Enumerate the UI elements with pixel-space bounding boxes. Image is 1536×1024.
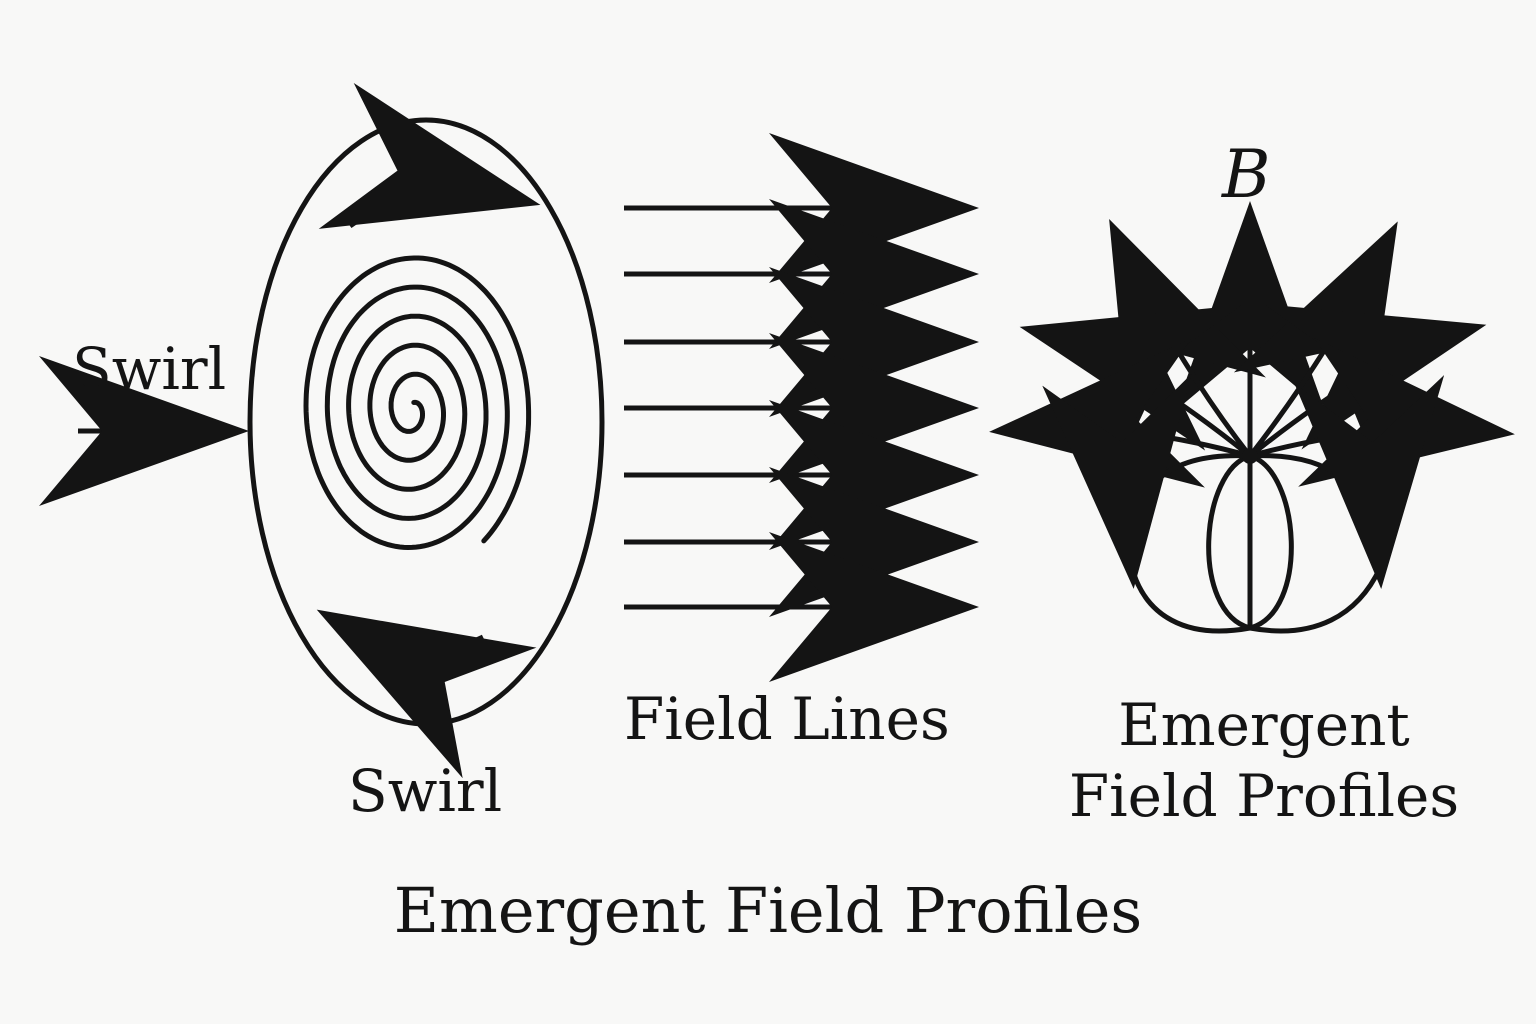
field-arrow-far-right (1247, 337, 1515, 487)
field-loop-outer-left-top (1042, 373, 1253, 589)
field-arrow-left (1019, 305, 1253, 459)
emergent-label-line1: Emergent (1118, 691, 1410, 759)
field-arrow-upper-left (1109, 218, 1266, 459)
swirl-outer-ellipse (247, 117, 605, 727)
field-loop-outer-right-top (1247, 375, 1445, 589)
field-loop-inner-right (1247, 453, 1294, 631)
field-lines-label: Field Lines (624, 685, 950, 753)
field-arrow-upper-right (1233, 221, 1398, 459)
field-loop-outer-left-bottom (1129, 565, 1253, 634)
swirl-label: Swirl (348, 757, 503, 825)
rotation-arrow-top (318, 83, 541, 229)
rotation-arrow-bottom (316, 609, 537, 779)
field-arrow-right (1247, 304, 1487, 459)
field-loop-inner-left (1206, 453, 1253, 631)
emergent-field-group (989, 201, 1515, 634)
emergent-label-line2: Field Profiles (1068, 761, 1460, 830)
field-loop-outer-right-bottom (1247, 565, 1383, 634)
emergent-field-profiles-label: Emergent Field Profiles (1064, 690, 1464, 832)
field-source-point (1242, 448, 1258, 464)
field-lines-group (624, 133, 979, 682)
diagram-caption: Emergent Field Profiles (393, 874, 1143, 947)
swirl-spiral (303, 255, 532, 551)
field-arrow-far-left (989, 338, 1253, 488)
swirl-input-label: Swirl (72, 335, 227, 403)
field-symbol-b: B (1222, 136, 1271, 213)
